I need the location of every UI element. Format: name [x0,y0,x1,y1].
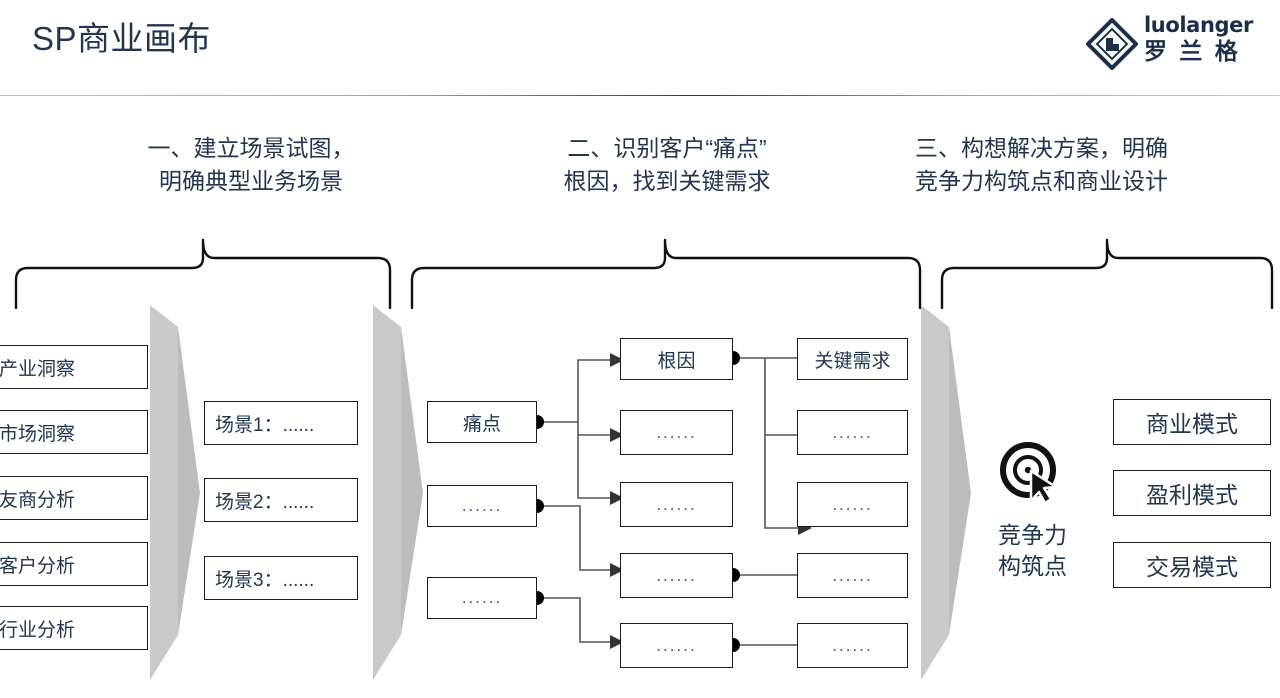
root-cause-label: ...... [656,635,697,655]
model-box-transaction[interactable]: 交易模式 [1113,542,1271,588]
scenario-box-2[interactable]: 场景2：...... [204,478,358,522]
model-box-business[interactable]: 商业模式 [1113,399,1271,445]
brace-section-one [14,238,392,310]
competitiveness-label: 竞争力 构筑点 [998,522,1067,579]
scenario-box-1[interactable]: 场景1：...... [204,401,358,445]
key-need-label: ...... [832,635,873,655]
logo-en-text: luolanger [1144,13,1253,37]
key-need-label: ...... [832,494,873,514]
pain-point-box-1[interactable]: 痛点 [427,401,537,443]
pain-point-label: 痛点 [462,413,501,435]
pain-point-box-2[interactable]: ...... [427,485,537,527]
key-need-box-1[interactable]: 关键需求 [797,338,908,380]
insight-box-label: 市场洞察 [0,423,76,445]
scenario-box-label: 场景2：...... [215,491,315,513]
insight-box-sector[interactable]: 行业分析 [0,606,148,650]
insight-box-customer[interactable]: 客户分析 [0,542,148,586]
target-cursor-icon [1000,442,1058,505]
logo-cn-text: 罗 兰 格 [1144,38,1241,64]
insight-box-label: 友商分析 [0,489,76,511]
brace-section-three [940,238,1274,310]
root-cause-label: ...... [656,422,697,442]
root-cause-box-2[interactable]: ...... [620,410,733,455]
logo-wordmark: luolanger 罗 兰 格 [1144,13,1274,64]
scenario-box-3[interactable]: 场景3：...... [204,556,358,600]
root-cause-label: ...... [656,565,697,585]
model-box-label: 商业模式 [1146,411,1238,437]
key-need-box-3[interactable]: ...... [797,482,908,527]
root-cause-label: 根因 [657,350,696,372]
diamond-logo-icon [1086,18,1138,70]
brace-section-two [410,238,922,310]
insight-box-label: 客户分析 [0,555,76,577]
brand-logo: luolanger 罗 兰 格 [1086,13,1272,75]
key-need-label: 关键需求 [814,350,891,372]
key-need-label: ...... [832,422,873,442]
key-need-box-5[interactable]: ...... [797,623,908,668]
section-heading-three: 三、构想解决方案，明确 竞争力构筑点和商业设计 [915,135,1168,194]
pain-point-box-3[interactable]: ...... [427,577,537,619]
root-cause-box-4[interactable]: ...... [620,553,733,598]
pain-point-label: ...... [461,588,503,607]
model-box-label: 交易模式 [1146,554,1238,580]
root-cause-box-5[interactable]: ...... [620,623,733,668]
page-title: SP商业画布 [32,20,212,57]
root-cause-box-1[interactable]: 根因 [620,338,733,380]
model-box-profit[interactable]: 盈利模式 [1113,470,1271,516]
insight-box-industry[interactable]: 产业洞察 [0,345,148,389]
insight-box-label: 行业分析 [0,619,76,641]
scenario-box-label: 场景1：...... [215,414,315,436]
root-cause-box-3[interactable]: ...... [620,482,733,527]
insight-box-competitor[interactable]: 友商分析 [0,476,148,520]
chevron-divider-two [373,305,423,680]
header-divider [0,95,1280,96]
insight-box-market[interactable]: 市场洞察 [0,410,148,454]
pain-point-label: ...... [461,496,503,515]
scenario-box-label: 场景3：...... [215,569,315,591]
key-need-box-4[interactable]: ...... [797,553,908,598]
key-need-box-2[interactable]: ...... [797,410,908,455]
insight-box-label: 产业洞察 [0,358,76,380]
section-heading-one: 一、建立场景试图， 明确典型业务场景 [147,135,355,194]
model-box-label: 盈利模式 [1146,482,1238,508]
key-need-label: ...... [832,565,873,585]
section-heading-two: 二、识别客户“痛点” 根因，找到关键需求 [563,135,771,194]
root-cause-label: ...... [656,494,697,514]
chevron-divider-three [921,305,971,680]
chevron-divider-one [150,305,200,680]
